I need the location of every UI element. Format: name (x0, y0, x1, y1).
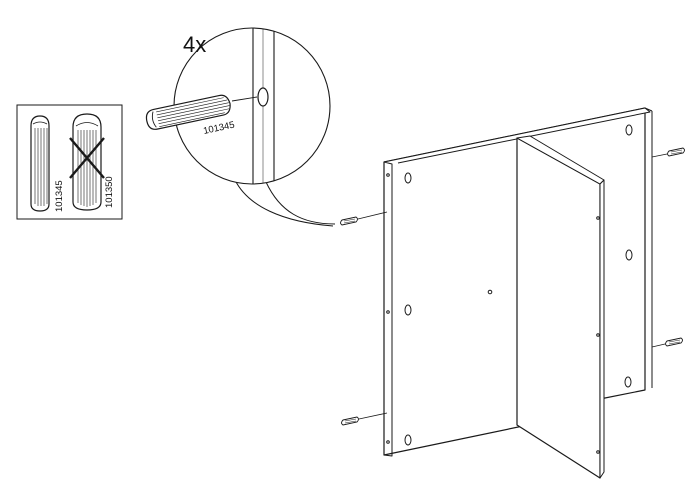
dowel-right-bottom (651, 337, 683, 348)
incorrect-dowel-icon (72, 113, 102, 211)
correct-dowel-icon (30, 115, 50, 212)
cross-mark-icon (69, 137, 105, 179)
dowels-to-insert (340, 147, 685, 426)
back-panel (383, 107, 646, 456)
quantity-label: 4x (183, 32, 206, 57)
dowel-left-top (340, 211, 388, 226)
dowel-left-bottom (341, 412, 388, 426)
zoom-detail-callout: 101345 (145, 27, 336, 227)
panel-assembly (383, 107, 653, 479)
back-panel-holes (386, 124, 633, 454)
callout-leader-line-2 (234, 179, 334, 227)
incorrect-dowel-part-number: 101350 (104, 176, 115, 208)
dowel-hole (257, 87, 269, 107)
divider-panel (516, 137, 601, 479)
dowel-legend-box: 101345 101350 (16, 104, 123, 220)
divider-front-edge (599, 179, 605, 479)
callout-leader-line (265, 181, 336, 225)
insertion-direction-line (231, 96, 258, 102)
dowel-detail-icon (145, 94, 231, 130)
dowel-right-top (651, 147, 685, 158)
correct-dowel-part-number: 101345 (54, 180, 65, 212)
